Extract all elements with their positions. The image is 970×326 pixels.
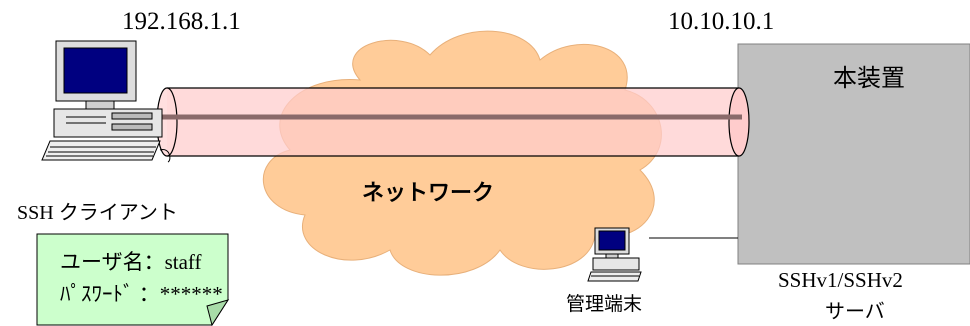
- note-fold: [206, 299, 230, 326]
- client-pc-icon: [41, 40, 171, 163]
- device-label: 本装置: [833, 66, 905, 92]
- client-ip-label: 192.168.1.1: [122, 8, 241, 35]
- client-label: SSH クライアント: [17, 202, 178, 224]
- network-label: ネットワーク: [362, 181, 495, 206]
- terminal-label: 管理端末: [566, 294, 643, 315]
- server-label: サーバ: [825, 301, 885, 323]
- note-username: ユーザ名：staff: [60, 250, 202, 274]
- server-type-label: SSHv1/SSHv2: [778, 268, 903, 292]
- device-box: [737, 43, 970, 265]
- terminal-pc-icon: [587, 227, 642, 282]
- server-ip-label: 10.10.10.1: [668, 8, 775, 35]
- ssh-tunnel: [156, 87, 750, 157]
- note-password: ﾊﾟｽﾜｰﾄﾞ ：******: [60, 282, 223, 306]
